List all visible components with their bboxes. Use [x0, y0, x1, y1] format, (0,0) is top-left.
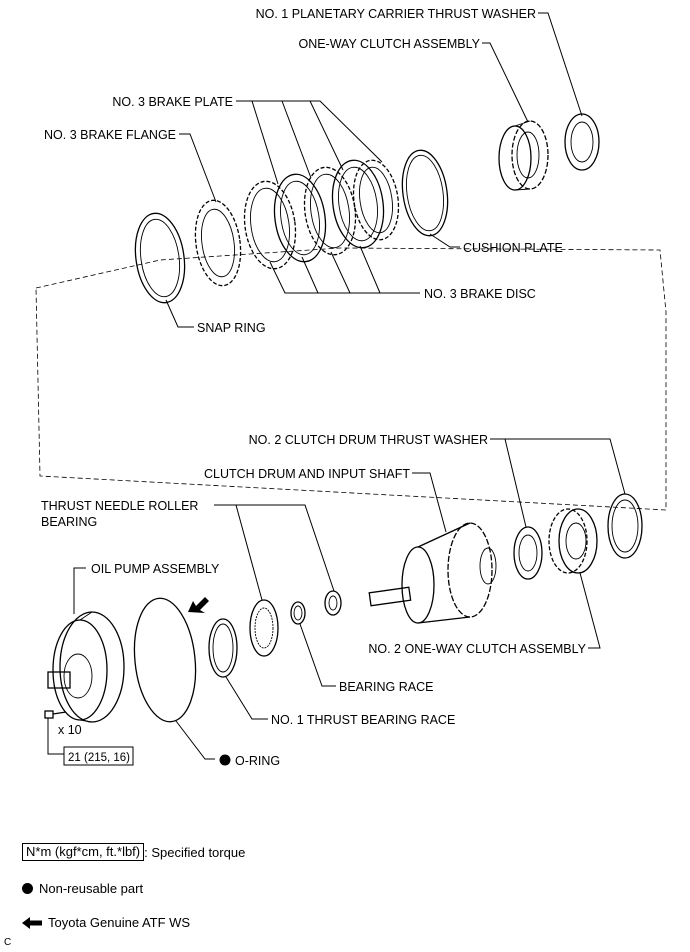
brake-plate-disc-stack [243, 159, 400, 270]
label-snap-ring: SNAP RING [197, 321, 266, 335]
legend-atf-text: Toyota Genuine ATF WS [48, 915, 191, 930]
label-clutch-drum-input-shaft: CLUTCH DRUM AND INPUT SHAFT [204, 467, 410, 481]
group-outline [35, 247, 667, 511]
label-cushion-plate: CUSHION PLATE [463, 241, 563, 255]
one-way-clutch-2-part [548, 508, 598, 574]
left-arrow-icon [22, 916, 42, 929]
legend-torque-unit: N*m (kgf*cm, ft.*lbf) [22, 843, 145, 861]
torque-value: 21 (215, 16) [68, 752, 130, 764]
label-bearing-race: BEARING RACE [339, 680, 433, 694]
thrust-needle-bearing-part [249, 599, 279, 657]
label-clutch-drum-thrust-washer: NO. 2 CLUTCH DRUM THRUST WASHER [249, 433, 488, 447]
oil-pump-part [47, 611, 125, 723]
atf-arrow-icon [188, 597, 209, 613]
one-way-clutch-part [498, 120, 549, 191]
clutch-drum-thrust-washer-part [513, 526, 543, 580]
label-brake-disc: NO. 3 BRAKE DISC [424, 287, 536, 301]
thrust-bearing-race-1-part [208, 618, 238, 678]
cushion-plate-part [401, 149, 449, 237]
label-oil-pump: OIL PUMP ASSEMBLY [91, 562, 220, 576]
label-planetary-thrust-washer: NO. 1 PLANETARY CARRIER THRUST WASHER [256, 7, 536, 21]
label-one-way-clutch-2: NO. 2 ONE-WAY CLUTCH ASSEMBLY [368, 642, 586, 656]
non-reusable-dot-icon [219, 754, 231, 766]
corner-mark: C [4, 937, 12, 948]
label-thrust-needle-bearing-2: BEARING [41, 515, 97, 529]
large-thrust-washer-part [607, 493, 643, 559]
bearing-race-part [290, 601, 306, 625]
label-one-way-clutch: ONE-WAY CLUTCH ASSEMBLY [298, 37, 480, 51]
legend-atf: Toyota Genuine ATF WS [22, 915, 190, 930]
label-thrust-needle-bearing-1: THRUST NEEDLE ROLLER [41, 499, 198, 513]
brake-flange-part [194, 199, 242, 287]
leader-lines [47, 12, 626, 760]
label-brake-plate: NO. 3 BRAKE PLATE [112, 95, 233, 109]
label-brake-flange: NO. 3 BRAKE FLANGE [44, 128, 176, 142]
legend-torque: N*m (kgf*cm, ft.*lbf) : Specified torque [22, 843, 245, 861]
torque-box [63, 746, 134, 766]
legend-non-reusable: Non-reusable part [22, 881, 143, 896]
label-o-ring: O-RING [235, 754, 280, 768]
legend-torque-desc: : Specified torque [144, 844, 246, 860]
bolt-count: x 10 [58, 723, 82, 737]
legend-non-reusable-text: Non-reusable part [39, 881, 144, 896]
small-race-part [324, 590, 342, 616]
label-thrust-bearing-race-1: NO. 1 THRUST BEARING RACE [271, 713, 455, 727]
clutch-drum-part [368, 522, 497, 624]
filled-circle-icon [22, 883, 33, 894]
o-ring-part [133, 597, 197, 723]
planetary-thrust-washer-part [564, 113, 600, 171]
snap-ring-part [134, 212, 186, 304]
bolt-part [44, 710, 67, 719]
